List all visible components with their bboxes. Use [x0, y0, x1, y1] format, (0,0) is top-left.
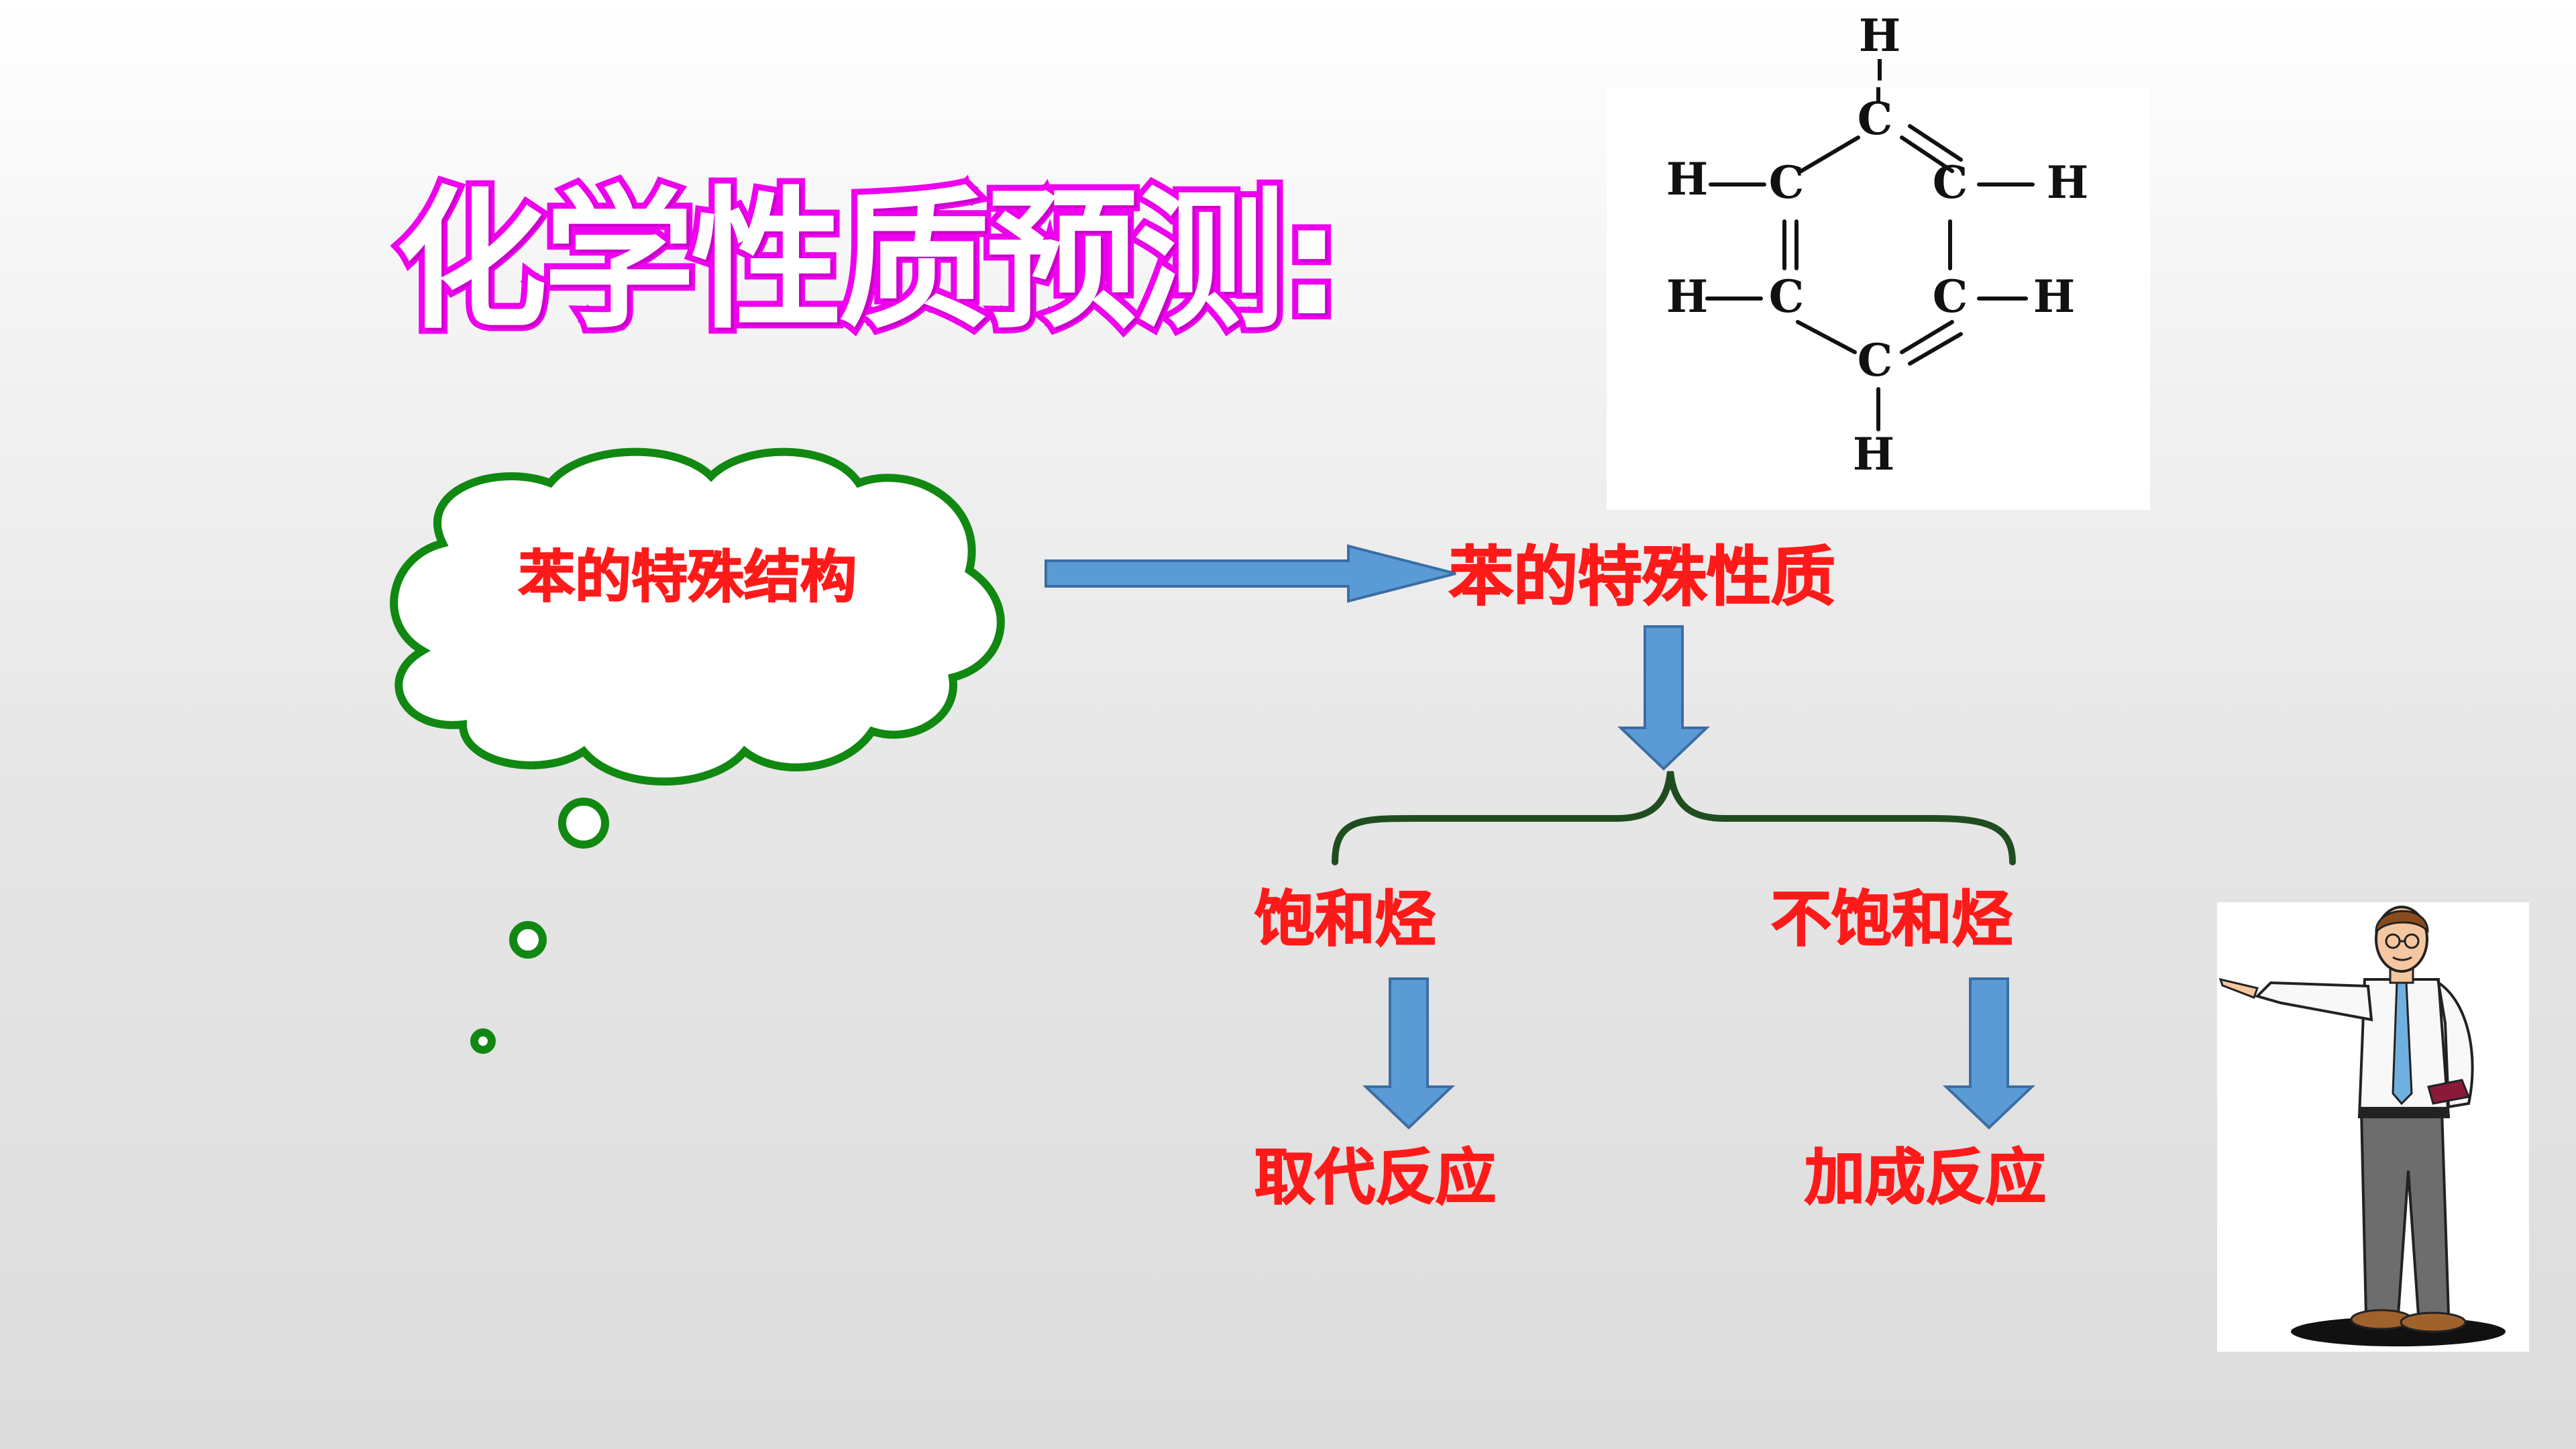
- teacher-figure: [2217, 902, 2529, 1352]
- carbon-atom: C: [1858, 334, 1893, 386]
- saturated-label: 饱和烃: [1254, 883, 1436, 955]
- carbon-atom: C: [1933, 270, 1968, 323]
- branch-brace: [1322, 765, 2019, 872]
- slide-title: 化学性质预测:: [390, 167, 1348, 356]
- carbon-atom: C: [1769, 156, 1805, 209]
- hydrogen-atom: H: [1666, 153, 1708, 205]
- thought-cloud: [362, 436, 1026, 1073]
- down-arrow-unsaturated: [1942, 976, 2036, 1130]
- hydrogen-atom: H: [1666, 270, 1708, 323]
- unsaturated-label: 不饱和烃: [1770, 883, 2013, 955]
- hydrogen-atom: H: [2047, 156, 2088, 209]
- carbon-atom: C: [1858, 93, 1893, 145]
- benzene-structure-icon: C C C C C C H H H H H: [1666, 52, 2088, 480]
- hydrogen-atom: H: [2033, 270, 2075, 323]
- carbon-atom: C: [1769, 270, 1805, 323]
- top-hydrogen: H: [1853, 7, 1907, 80]
- carbon-atom: C: [1933, 156, 1968, 209]
- substitution-reaction-label: 取代反应: [1254, 1141, 1497, 1214]
- thought-cloud-icon: [390, 447, 1005, 1054]
- down-arrow-main: [1617, 624, 1711, 771]
- benzene-structure-panel: C C C C C C H H H H H: [1607, 52, 2150, 510]
- teacher-figure-icon: [2218, 906, 2506, 1346]
- right-arrow: [1043, 543, 1459, 604]
- cloud-label: 苯的特殊结构: [518, 543, 857, 610]
- hydrogen-atom: H: [1853, 428, 1894, 480]
- down-arrow-saturated: [1362, 976, 1456, 1130]
- hydrogen-atom: H: [1859, 9, 1900, 62]
- property-label: 苯的特殊性质: [1448, 538, 1836, 615]
- addition-reaction-label: 加成反应: [1804, 1141, 2047, 1214]
